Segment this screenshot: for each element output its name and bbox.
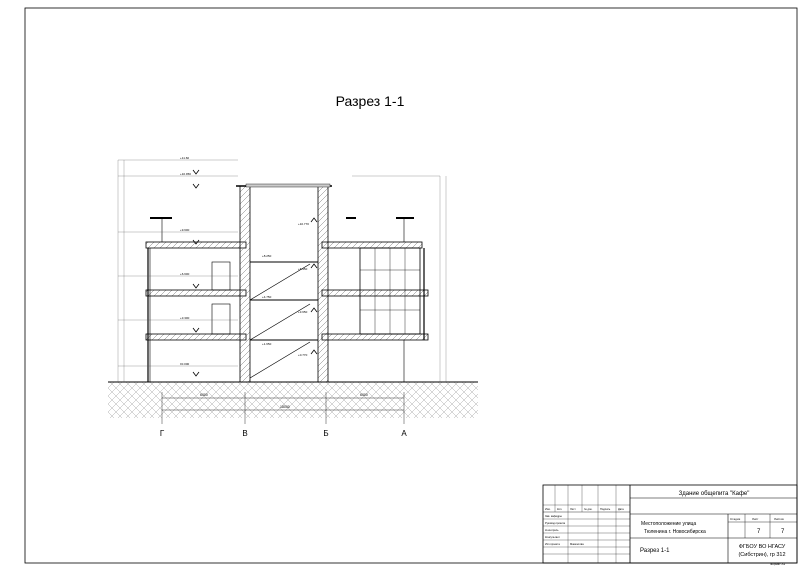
svg-text:+9.600: +9.600 bbox=[180, 228, 190, 232]
svg-text:Кол.: Кол. bbox=[557, 507, 562, 511]
project-name: Здание общепита "Кафе" bbox=[679, 491, 750, 497]
stage-header: Стадия bbox=[730, 517, 741, 521]
axis-markers: Г В Б А bbox=[160, 402, 407, 438]
stair-markers bbox=[310, 217, 318, 355]
ground bbox=[108, 381, 478, 418]
sheet-frame bbox=[24, 7, 798, 564]
svg-text:Дата: Дата bbox=[618, 507, 624, 511]
svg-text:+3.300: +3.300 bbox=[180, 316, 190, 320]
role-labels: Зав. кафедры Руковод.проекта Н.контроль … bbox=[545, 514, 584, 546]
title-block bbox=[542, 484, 798, 564]
svg-text:+1.650: +1.650 bbox=[262, 342, 272, 346]
svg-text:+4.750: +4.750 bbox=[262, 295, 272, 299]
drawing-name: Разрез 1-1 bbox=[640, 548, 670, 554]
sheets-total: 7 bbox=[781, 529, 785, 535]
sheet-header: Лист bbox=[752, 517, 759, 521]
elevation-labels: +11.60 +10.950 +9.600 +6.600 +3.300 ±0.0… bbox=[180, 156, 191, 366]
svg-text:6000: 6000 bbox=[360, 393, 368, 397]
svg-text:±0.000: ±0.000 bbox=[180, 362, 189, 366]
organization-line2: (Сибстрин), гр 312 bbox=[738, 552, 785, 558]
axis-v: В bbox=[242, 429, 247, 438]
building-section bbox=[145, 183, 429, 383]
drawing-title: Разрез 1-1 bbox=[336, 93, 405, 109]
svg-text:+0.770: +0.770 bbox=[298, 353, 308, 357]
svg-text:18000: 18000 bbox=[280, 405, 290, 409]
organization-line1: ФГБОУ ВО НГАСУ bbox=[739, 544, 786, 550]
svg-text:№ док.: № док. bbox=[584, 508, 593, 511]
svg-text:Подпись: Подпись bbox=[600, 507, 611, 511]
svg-text:+8.250: +8.250 bbox=[262, 254, 272, 258]
axis-b: Б bbox=[323, 429, 328, 438]
location-line2: Тюленина г. Новосибирска bbox=[644, 529, 706, 535]
axis-a: А bbox=[401, 429, 407, 438]
bottom-dimensions bbox=[161, 392, 405, 414]
svg-text:+6.600: +6.600 bbox=[180, 272, 190, 276]
svg-text:Руковод.проекта: Руковод.проекта bbox=[545, 521, 566, 525]
svg-text:+10.770: +10.770 bbox=[298, 222, 309, 226]
svg-text:Исп.проекта: Исп.проекта bbox=[545, 542, 560, 546]
svg-text:+11.60: +11.60 bbox=[180, 156, 189, 160]
bottom-dimension-labels: 6000 6000 18000 bbox=[200, 393, 368, 409]
svg-text:Н.контроль: Н.контроль bbox=[545, 528, 559, 532]
elevation-lines bbox=[117, 159, 447, 382]
svg-text:Лист: Лист bbox=[570, 507, 576, 511]
svg-text:+10.950: +10.950 bbox=[180, 172, 191, 176]
sheet-format: Формат А3 bbox=[770, 562, 785, 566]
svg-text:Изм.: Изм. bbox=[545, 507, 551, 511]
sheets-header: Листов bbox=[774, 517, 784, 521]
svg-text:+3.650: +3.650 bbox=[298, 310, 308, 314]
svg-text:Зав. кафедры: Зав. кафедры bbox=[545, 514, 562, 518]
axis-g: Г bbox=[160, 429, 165, 438]
elevation-markers bbox=[192, 169, 200, 377]
sheet-number: 7 bbox=[757, 529, 761, 535]
stair-elevation-labels: +10.770 +8.250 +6.950 +4.750 +3.650 +1.6… bbox=[262, 222, 309, 357]
svg-text:+6.950: +6.950 bbox=[298, 267, 308, 271]
svg-text:Консультант: Консультант bbox=[545, 535, 561, 539]
revision-headers: Изм. Кол. Лист № док. Подпись Дата bbox=[545, 507, 624, 511]
location-line1: Местоположение улица bbox=[641, 521, 696, 527]
svg-text:Мамонтова: Мамонтова bbox=[570, 542, 584, 546]
svg-text:6000: 6000 bbox=[200, 393, 208, 397]
